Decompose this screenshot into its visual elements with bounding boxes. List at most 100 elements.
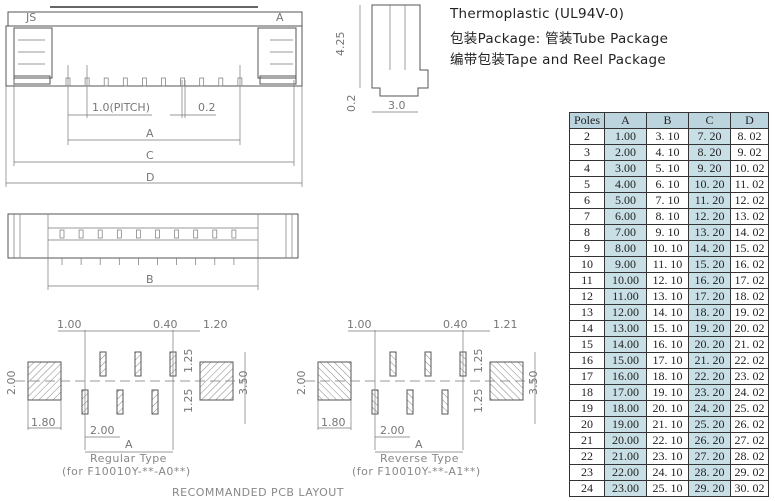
cell-a: 4.00: [604, 176, 647, 193]
cell-d: 12. 02: [730, 192, 769, 209]
contact-slot: [59, 229, 65, 239]
cell-poles: 20: [569, 416, 605, 433]
cell-poles: 8: [569, 224, 605, 241]
cell-d: 26. 02: [730, 416, 769, 433]
tape-reel-text: 编带包装Tape and Reel Package: [450, 52, 667, 68]
cell-poles: 18: [569, 384, 605, 401]
height-label: 4.25: [334, 32, 347, 57]
layout-subtitle: (for F10010Y-**-A1**): [352, 465, 481, 478]
cell-d: 24. 02: [730, 384, 769, 401]
cell-a: 16.00: [604, 368, 647, 385]
depth-label: 3.0: [388, 99, 406, 112]
cell-d: 10. 02: [730, 160, 769, 177]
cell-a: 9.00: [604, 256, 647, 273]
pin: [218, 77, 224, 87]
pin: [122, 77, 128, 87]
pin: [103, 77, 109, 87]
cell-c: 28. 20: [688, 464, 731, 481]
cell-b: 5. 10: [646, 160, 689, 177]
cell-c: 7. 20: [688, 128, 731, 145]
cell-a: 23.00: [604, 480, 647, 497]
contact-slot: [174, 229, 179, 239]
cell-b: 14. 10: [646, 304, 689, 321]
material-text: Thermoplastic (UL94V-0): [450, 6, 625, 22]
cell-b: 17. 10: [646, 352, 689, 369]
pcb-caption: RECOMMANDED PCB LAYOUT: [172, 486, 344, 499]
pin: [180, 77, 185, 87]
cell-d: 16. 02: [730, 256, 769, 273]
dim-a: A: [415, 438, 423, 451]
cell-poles: 16: [569, 352, 605, 369]
cell-poles: 2: [569, 128, 605, 145]
cell-poles: 11: [569, 272, 605, 289]
pad-signal: [389, 351, 397, 377]
contact-slot: [116, 229, 122, 239]
cell-b: 11. 10: [646, 256, 689, 273]
cell-c: 10. 20: [688, 176, 731, 193]
contact-slot: [193, 229, 199, 239]
cell-d: 30. 02: [730, 480, 769, 497]
cell-d: 29. 02: [730, 464, 769, 481]
cell-c: 11. 20: [688, 192, 731, 209]
col-a: A: [604, 112, 647, 129]
dim-h1: 2.00: [5, 371, 18, 396]
dim-a-label: A: [146, 127, 154, 140]
cell-a: 3.00: [604, 160, 647, 177]
dim-a: A: [125, 438, 133, 451]
col-b: B: [646, 112, 689, 129]
dim-w2: 2.00: [380, 424, 405, 437]
cell-d: 27. 02: [730, 432, 769, 449]
dim-h1: 2.00: [295, 371, 308, 396]
contact-slot: [97, 229, 103, 239]
cell-d: 15. 02: [730, 240, 769, 257]
cell-c: 14. 20: [688, 240, 731, 257]
col-c: C: [688, 112, 731, 129]
contact-slot: [78, 229, 84, 239]
cell-d: 9. 02: [730, 144, 769, 161]
pad-signal: [441, 389, 449, 415]
dim-h3: 1.25: [182, 389, 195, 414]
pin-width-label: 0.2: [198, 101, 216, 114]
dim-d1: 1.00: [57, 318, 82, 331]
cell-d: 14. 02: [730, 224, 769, 241]
pin: [161, 77, 166, 87]
cell-a: 20.00: [604, 432, 647, 449]
pad-signal: [99, 351, 107, 377]
col-poles: Poles: [569, 112, 605, 129]
cell-b: 19. 10: [646, 384, 689, 401]
cell-poles: 17: [569, 368, 605, 385]
cell-a: 18.00: [604, 400, 647, 417]
cell-c: 12. 20: [688, 208, 731, 225]
dim-d-label: D: [146, 171, 154, 184]
cell-b: 16. 10: [646, 336, 689, 353]
pad-signal: [134, 351, 142, 377]
cell-b: 6. 10: [646, 176, 689, 193]
cell-d: 18. 02: [730, 288, 769, 305]
dim-d2: 0.40: [443, 318, 468, 331]
layout-title: Reverse Type: [380, 452, 459, 465]
cell-d: 11. 02: [730, 176, 769, 193]
cell-a: 2.00: [604, 144, 647, 161]
cell-d: 8. 02: [730, 128, 769, 145]
cell-a: 12.00: [604, 304, 647, 321]
contact-slot: [231, 229, 237, 239]
cell-a: 1.00: [604, 128, 647, 145]
cell-b: 22. 10: [646, 432, 689, 449]
cell-poles: 24: [569, 480, 605, 497]
cell-d: 28. 02: [730, 448, 769, 465]
cell-c: 19. 20: [688, 320, 731, 337]
cell-poles: 12: [569, 288, 605, 305]
cell-b: 25. 10: [646, 480, 689, 497]
cell-poles: 7: [569, 208, 605, 225]
cell-d: 19. 02: [730, 304, 769, 321]
cell-a: 13.00: [604, 320, 647, 337]
cell-poles: 4: [569, 160, 605, 177]
